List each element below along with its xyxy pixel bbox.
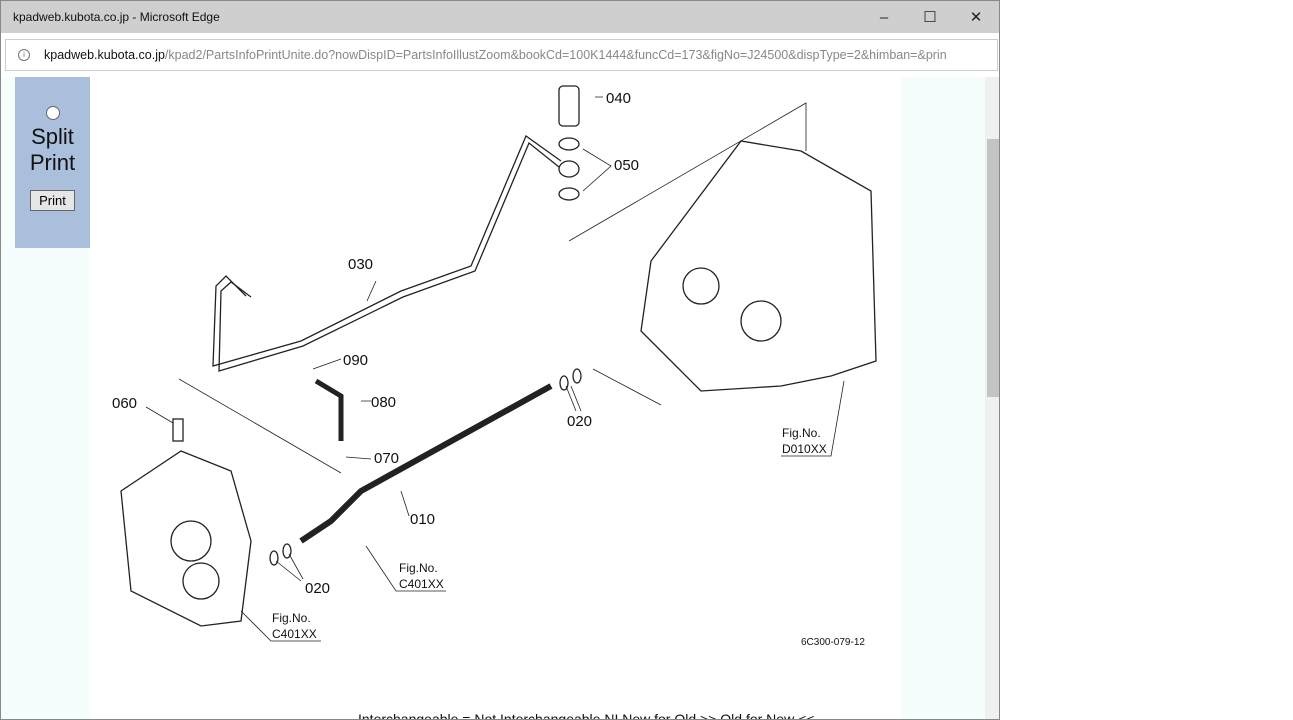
maximize-button[interactable]: ☐ [923,9,937,26]
window-title: kpadweb.kubota.co.jp - Microsoft Edge [13,10,220,24]
label-030: 030 [348,256,373,273]
housing-right [640,140,877,392]
fig-label: Fig.No. [399,561,438,575]
info-icon[interactable]: i [18,49,30,61]
url-path: /kpad2/PartsInfoPrintUnite.do?nowDispID=… [164,48,947,62]
illustration-code: 6C300-079-12 [801,637,865,648]
parts-illustration: 040 050 030 090 080 060 070 020 010 020 … [90,77,901,720]
fig-label: Fig.No. [782,426,821,440]
label-050: 050 [614,157,639,174]
hose-080 [314,378,344,441]
print-button[interactable]: Print [30,190,75,211]
split-label: Split [31,124,74,149]
pipe-010 [299,383,553,544]
label-090: 090 [343,352,368,369]
label-070: 070 [374,450,399,467]
vertical-scrollbar[interactable] [985,77,999,719]
pipe-030 [212,134,562,367]
housing-left [120,450,252,627]
scrollbar-thumb[interactable] [987,139,999,397]
address-bar[interactable]: i kpadweb.kubota.co.jp/kpad2/PartsInfoPr… [5,39,998,71]
fig-ref-d010xx: D010XX [782,442,827,456]
interchangeability-legend: Interchangeable = Not Interchangeable NI… [358,711,815,720]
split-print-radio[interactable] [45,106,60,120]
label-020-left: 020 [305,580,330,597]
label-020-right: 020 [567,413,592,430]
bolt-040 [558,85,580,127]
title-bar: kpadweb.kubota.co.jp - Microsoft Edge – … [1,1,999,33]
label-040: 040 [606,90,631,107]
fig-ref-c401xx: C401XX [399,577,444,591]
label-060: 060 [112,395,137,412]
print-label: Print [29,150,76,175]
label-080: 080 [371,394,396,411]
fig-ref-c401xx: C401XX [272,627,317,641]
minimize-button[interactable]: – [879,8,889,26]
fig-label: Fig.No. [272,611,311,625]
label-010: 010 [410,511,435,528]
url-host: kpadweb.kubota.co.jp [44,48,165,62]
close-button[interactable]: ✕ [969,9,983,26]
parts-diagram: 040 050 030 090 080 060 070 020 010 020 … [112,85,877,648]
browser-window: kpadweb.kubota.co.jp - Microsoft Edge – … [0,0,1000,720]
